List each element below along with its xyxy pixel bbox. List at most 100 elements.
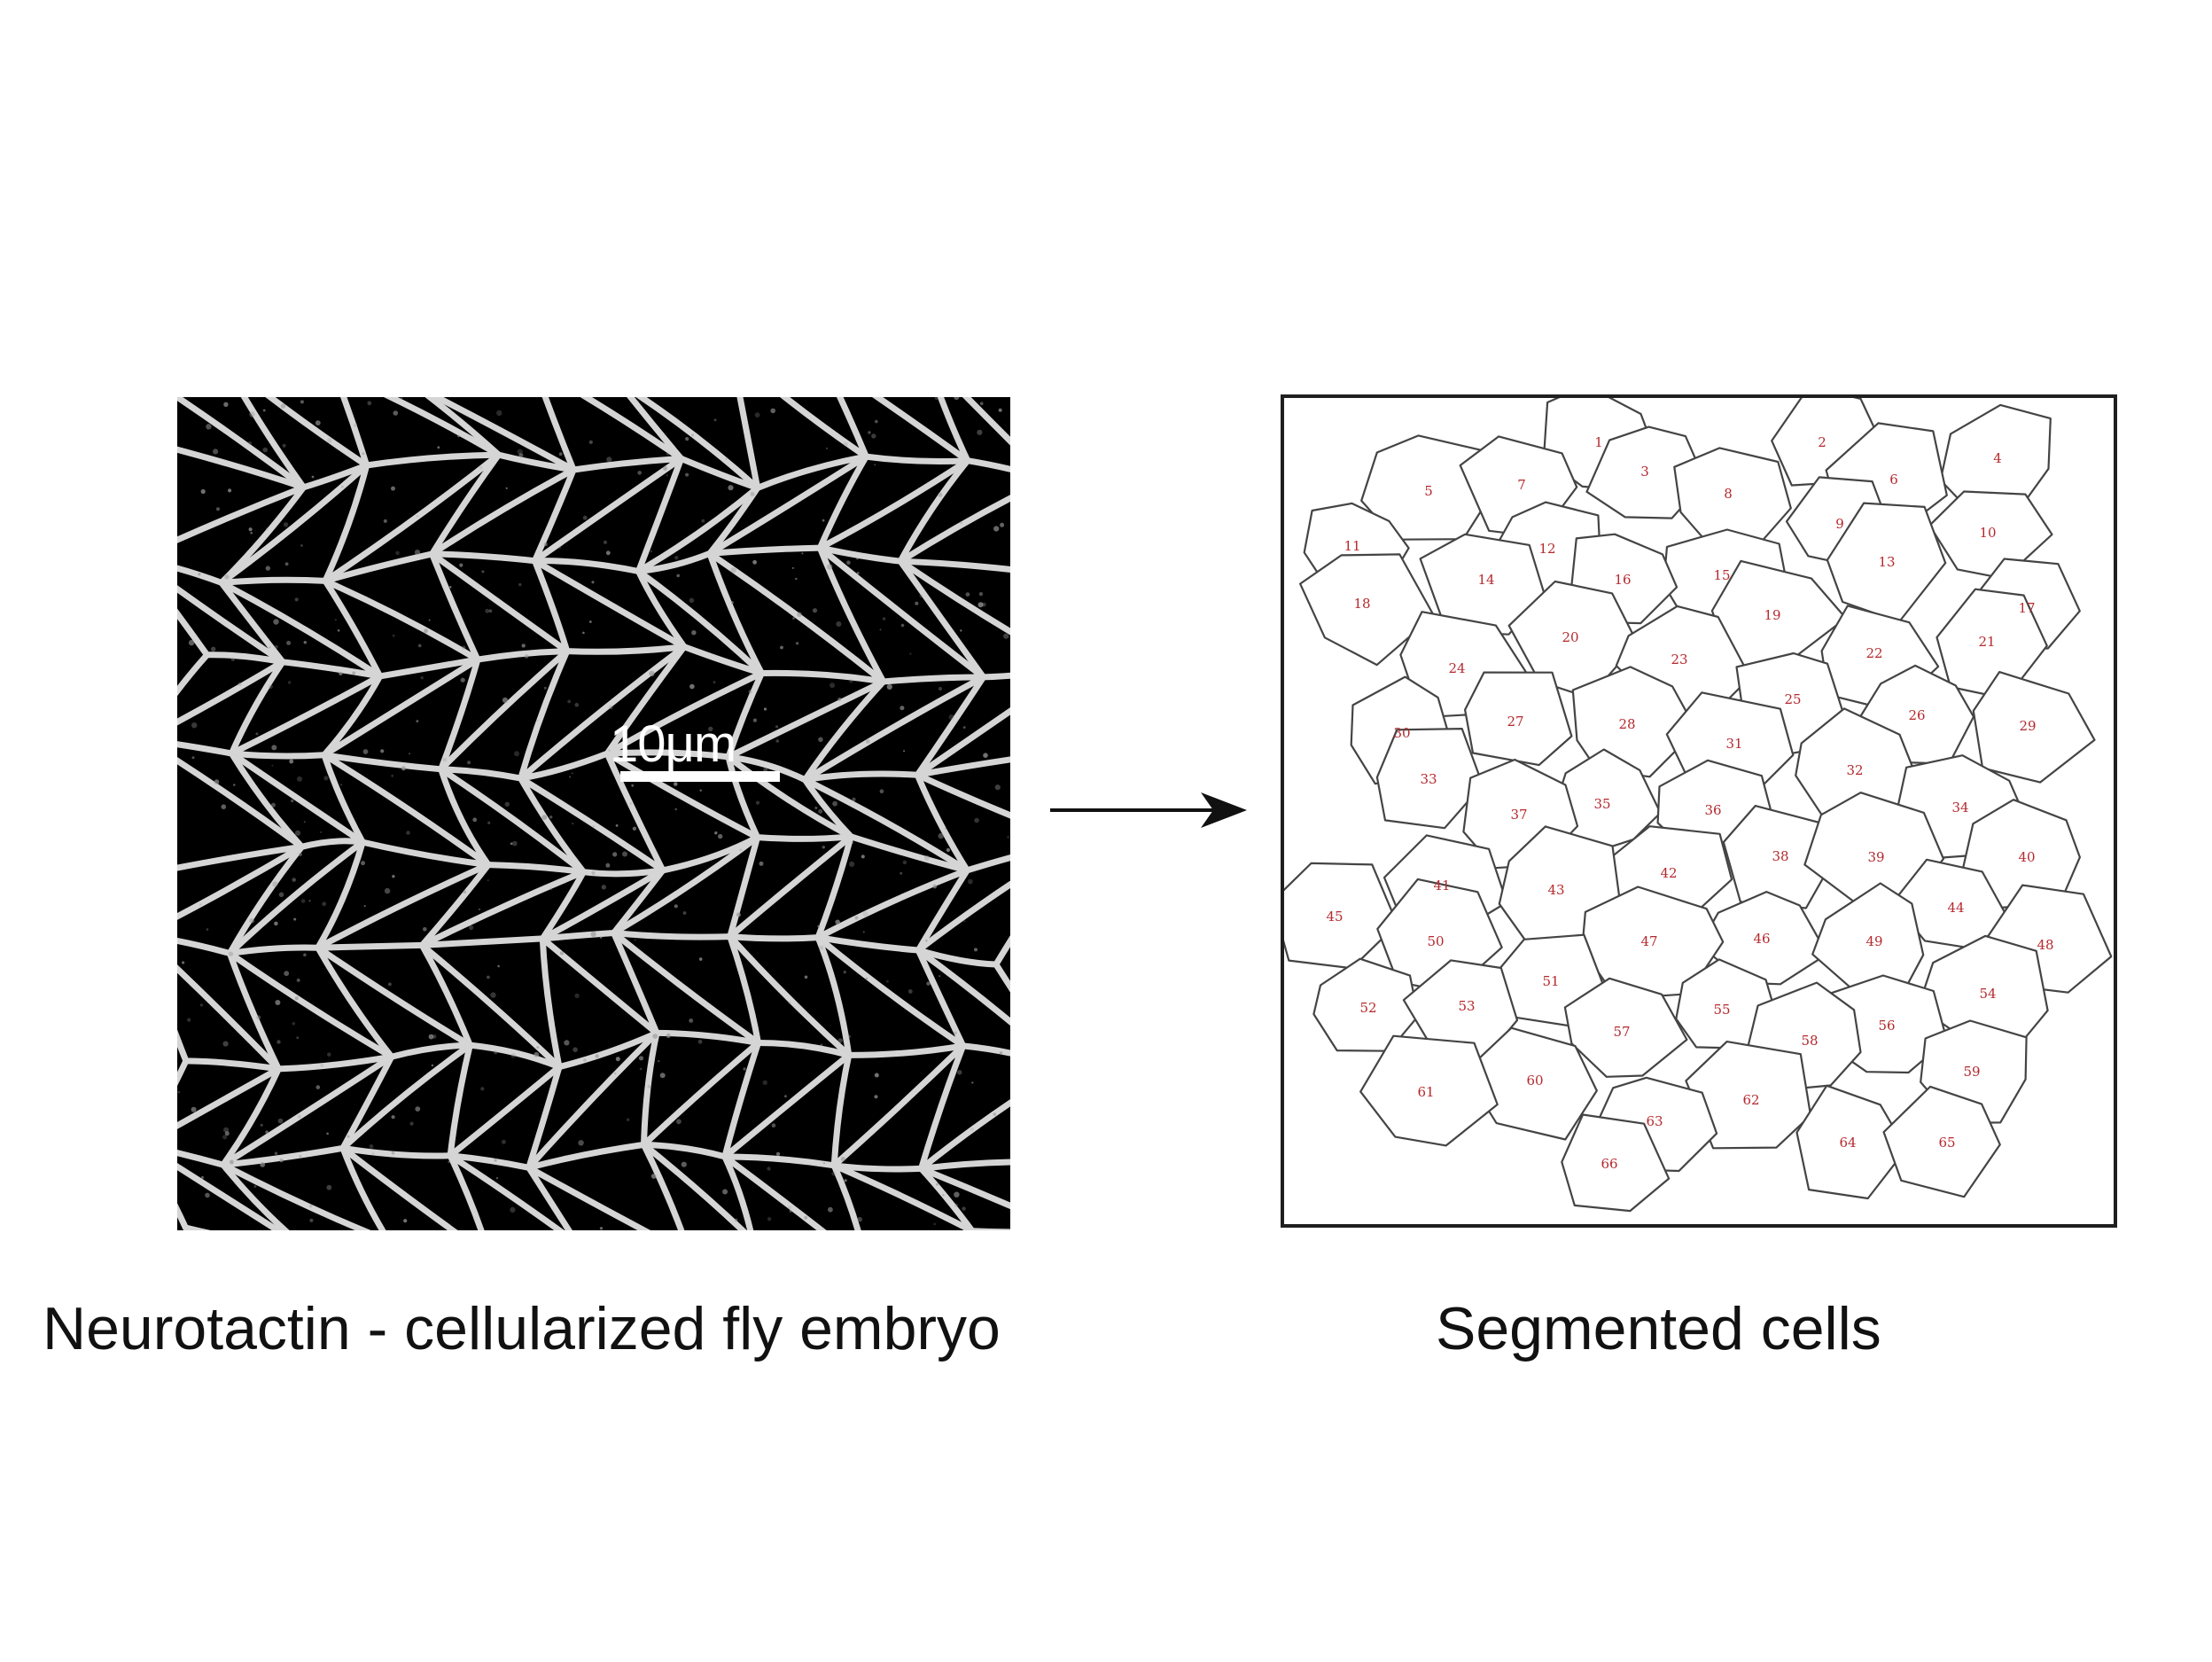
fluorescence-speck — [282, 443, 286, 448]
fluorescence-speck — [467, 761, 471, 765]
membrane-edge — [321, 752, 445, 773]
fluorescence-speck — [353, 423, 358, 427]
cell-number-label: 56 — [1878, 1018, 1895, 1034]
fluorescence-speck — [230, 1159, 234, 1165]
fluorescence-speck — [886, 979, 889, 983]
membrane-edge — [228, 750, 305, 850]
fluorescence-speck — [541, 815, 548, 820]
fluorescence-speck — [954, 397, 960, 401]
fluorescence-speck — [253, 1185, 257, 1188]
fluorescence-speck — [948, 714, 954, 721]
fluorescence-speck — [480, 1087, 485, 1091]
fluorescence-speck — [879, 789, 884, 793]
cell-number-label: 12 — [1538, 541, 1555, 557]
fluorescence-speck — [400, 397, 403, 400]
cell-number-label: 51 — [1542, 973, 1559, 989]
fluorescence-speck — [822, 519, 825, 522]
fluorescence-speck — [431, 1064, 434, 1067]
membrane-edge — [725, 678, 887, 761]
membrane-edge — [962, 397, 1010, 446]
fluorescence-speck — [200, 488, 206, 495]
membrane-edge — [447, 1152, 485, 1230]
cell-number-label: 42 — [1660, 865, 1677, 881]
fluorescence-speck — [294, 996, 299, 1001]
fluorescence-speck — [437, 446, 440, 449]
fluorescence-speck — [517, 449, 523, 455]
fluorescence-speck — [755, 800, 760, 805]
membrane-edge — [727, 933, 853, 1058]
membrane-edge — [635, 485, 761, 574]
membrane-edge — [532, 558, 688, 651]
fluorescence-speck — [205, 1192, 210, 1198]
membrane-edge — [539, 867, 666, 942]
membrane-edge — [918, 1165, 1010, 1210]
fluorescence-speck — [767, 1167, 771, 1171]
fluorescence-speck — [497, 964, 500, 968]
membrane-edge — [447, 1152, 533, 1171]
membrane-edge — [526, 1164, 572, 1230]
membrane-edge — [564, 644, 688, 655]
fluorescence-speck — [274, 1151, 278, 1155]
fluorescence-speck — [414, 550, 421, 556]
membrane-edge — [872, 397, 971, 464]
fluorescence-speck — [822, 1162, 826, 1165]
membrane-edge — [265, 397, 370, 469]
fluorescence-speck — [900, 706, 905, 711]
fluorescence-speck — [262, 447, 268, 453]
segmented-cell — [1581, 886, 1725, 1000]
membrane-edge — [177, 843, 305, 920]
fluorescence-speck — [569, 776, 572, 778]
cell-number-label: 14 — [1477, 572, 1494, 588]
cell-number-label: 64 — [1839, 1135, 1856, 1151]
fluorescence-speck — [954, 1191, 960, 1198]
fluorescence-speck — [874, 1073, 879, 1078]
fluorescence-speck — [543, 542, 548, 547]
segmented-cell — [1419, 533, 1546, 636]
fluorescence-speck — [448, 586, 452, 589]
fluorescence-speck — [886, 683, 892, 690]
membrane-edge — [275, 1053, 395, 1073]
fluorescence-speck — [954, 1031, 957, 1035]
fluorescence-speck — [812, 608, 818, 613]
membrane-edge — [315, 839, 366, 951]
membrane-edge — [706, 550, 765, 676]
membrane-edge — [438, 766, 587, 876]
fluorescence-speck — [487, 975, 490, 979]
cell-number-label: 55 — [1713, 1002, 1730, 1018]
fluorescence-speck — [326, 1184, 332, 1190]
fluorescence-speck — [735, 1218, 738, 1222]
membrane-edge — [918, 1098, 1010, 1172]
fluorescence-speck — [388, 982, 392, 987]
membrane-edge — [915, 880, 1010, 954]
fluorescence-speck — [960, 629, 962, 632]
membrane-edge — [228, 673, 384, 757]
cell-number-label: 57 — [1613, 1024, 1630, 1040]
fluorescence-speck — [676, 1119, 682, 1125]
membrane-edge — [447, 1152, 565, 1230]
fluorescence-speck — [759, 861, 764, 866]
membrane-edge — [438, 648, 571, 773]
fluorescence-speck — [274, 921, 278, 926]
membrane-edge — [814, 934, 922, 954]
cell-number-label: 61 — [1417, 1084, 1434, 1100]
fluorescence-speck — [469, 925, 474, 931]
cell-number-label: 21 — [1978, 634, 1995, 650]
membrane-edge — [721, 1051, 853, 1160]
fluorescence-speck — [739, 848, 743, 852]
fluorescence-speck — [879, 628, 882, 631]
fluorescence-speck — [283, 522, 289, 527]
cell-number-label: 46 — [1753, 931, 1770, 947]
fluorescence-speck — [315, 420, 321, 425]
fluorescence-speck — [401, 766, 406, 771]
cell-number-label: 65 — [1938, 1135, 1955, 1151]
cell-number-label: 7 — [1517, 477, 1526, 493]
membrane-edge — [845, 1042, 967, 1058]
membrane-edge — [635, 455, 685, 574]
membrane-edge — [801, 776, 970, 874]
fluorescence-speck — [871, 433, 876, 439]
fluorescence-speck — [188, 639, 195, 646]
fluorescence-speck — [713, 681, 716, 683]
membrane-edge — [725, 753, 761, 841]
fluorescence-speck — [323, 776, 329, 781]
membrane-edge — [641, 1029, 660, 1148]
